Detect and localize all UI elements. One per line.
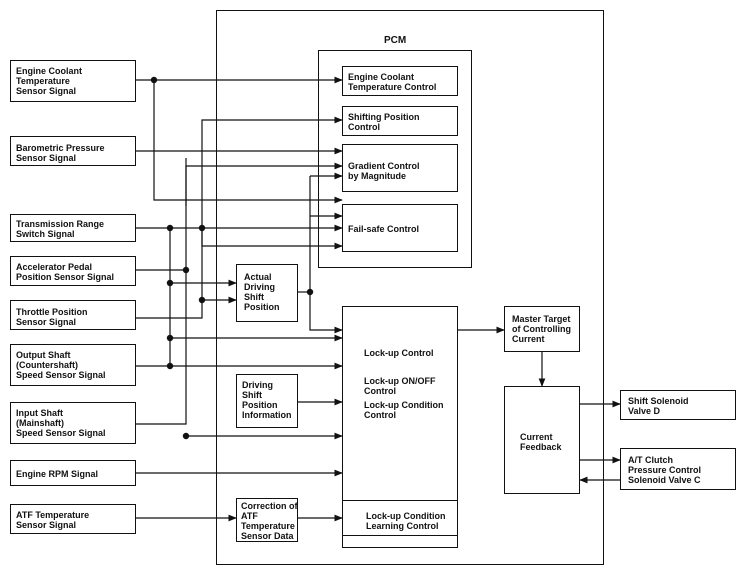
label-engine-rpm: Engine RPM Signal [16,469,99,479]
control-group-frame [318,50,472,268]
label-input-shaft-speed: Input Shaft (Mainshaft) Speed Sensor Sig… [16,408,106,438]
block-engine-coolant-temp-control [342,66,458,96]
label-lockup-onoff-control: Lock-up ON/OFF Control [364,376,436,396]
label-failsafe-control: Fail-safe Control [348,224,420,234]
block-current-feedback [504,386,580,494]
input-input-shaft-speed [10,402,136,444]
output-shift-solenoid-d [620,390,736,420]
label-lockup-learning-control: Lock-up Condition Learning Control [366,511,446,531]
label-clutch-pressure-solenoid-c: A/T Clutch Pressure Control Solenoid Val… [628,455,702,485]
block-shifting-position-control [342,106,458,136]
label-current-feedback: Current Feedback [520,432,562,452]
output-clutch-pressure-solenoid-c [620,448,736,490]
block-driving-shift-position-info [236,374,298,428]
label-transmission-range: Transmission Range Switch Signal [16,219,105,239]
block-gradient-control [342,144,458,192]
label-lockup-control: Lock-up Control [364,348,434,358]
input-engine-coolant-temp [10,60,136,102]
input-barometric-pressure [10,136,136,166]
label-engine-coolant-temp: Engine Coolant Temperature Sensor Signal [16,66,82,96]
block-master-target-current [504,306,580,352]
label-engine-coolant-temp-control: Engine Coolant Temperature Control [348,72,437,92]
input-atf-temperature [10,504,136,534]
input-output-shaft-speed [10,344,136,386]
input-throttle-position [10,300,136,330]
label-gradient-control: Gradient Control by Magnitude [348,161,420,181]
block-atf-temp-correction [236,498,298,542]
pcm-frame [216,10,604,565]
label-throttle-position: Throttle Position Sensor Signal [16,307,88,327]
label-master-target-current: Master Target of Controlling Current [512,314,571,344]
label-shift-solenoid-d: Shift Solenoid Valve D [628,396,689,416]
input-transmission-range [10,214,136,242]
pcm-label: PCM [384,35,407,46]
block-failsafe-control [342,204,458,252]
block-lockup-learning-control [342,500,458,536]
input-engine-rpm [10,460,136,486]
label-barometric-pressure: Barometric Pressure Sensor Signal [16,143,105,163]
label-atf-temperature: ATF Temperature Sensor Signal [16,510,90,530]
label-lockup-condition-control: Lock-up Condition Control [364,400,444,420]
label-shifting-position-control: Shifting Position Control [348,112,420,132]
label-output-shaft-speed: Output Shaft (Countershaft) Speed Sensor… [16,350,106,380]
input-accelerator-pedal [10,256,136,286]
label-atf-temp-correction: Correction of ATF Temperature Sensor Dat… [241,501,298,541]
label-actual-driving-shift-position: Actual Driving Shift Position [244,272,280,312]
label-driving-shift-position-info: Driving Shift Position Information [242,380,292,420]
block-actual-driving-shift-position [236,264,298,322]
label-accelerator-pedal: Accelerator Pedal Position Sensor Signal [16,262,115,282]
